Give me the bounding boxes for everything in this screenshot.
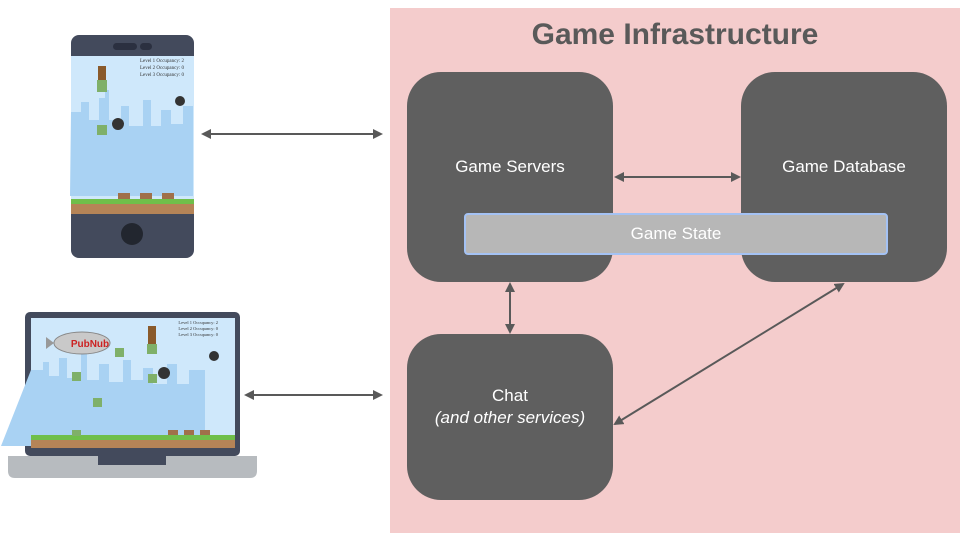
laptop-hud-line: Level 3 Occupancy: 0: [178, 332, 218, 337]
blimp-label: PubNub: [71, 339, 109, 350]
laptop-device: [1, 312, 257, 478]
chat-label-group: Chat (and other services): [407, 386, 613, 428]
laptop-screen: [1, 318, 235, 448]
laptop-hud-line: Level 1 Occupancy: 2: [178, 320, 218, 325]
game-state-bar: Game State: [464, 213, 888, 255]
game-state-label: Game State: [630, 224, 722, 243]
chat-node: Chat (and other services): [407, 334, 613, 500]
game-servers-label: Game Servers: [455, 157, 565, 176]
chat-sublabel: (and other services): [434, 408, 586, 427]
diagram-title: Game Infrastructure: [531, 18, 819, 51]
laptop-hud-line: Level 2 Occupancy: 0: [178, 326, 218, 331]
chat-label: Chat: [492, 386, 528, 405]
game-database-label: Game Database: [782, 157, 906, 176]
phone-hud-line: Level 1 Occupancy: 2: [140, 59, 185, 64]
phone-screen: [70, 56, 194, 214]
phone-hud-line: Level 2 Occupancy: 0: [140, 66, 185, 71]
phone-device: [70, 35, 194, 258]
chat-database-arrow: [613, 282, 845, 426]
phone-hud-line: Level 3 Occupancy: 0: [140, 73, 185, 78]
